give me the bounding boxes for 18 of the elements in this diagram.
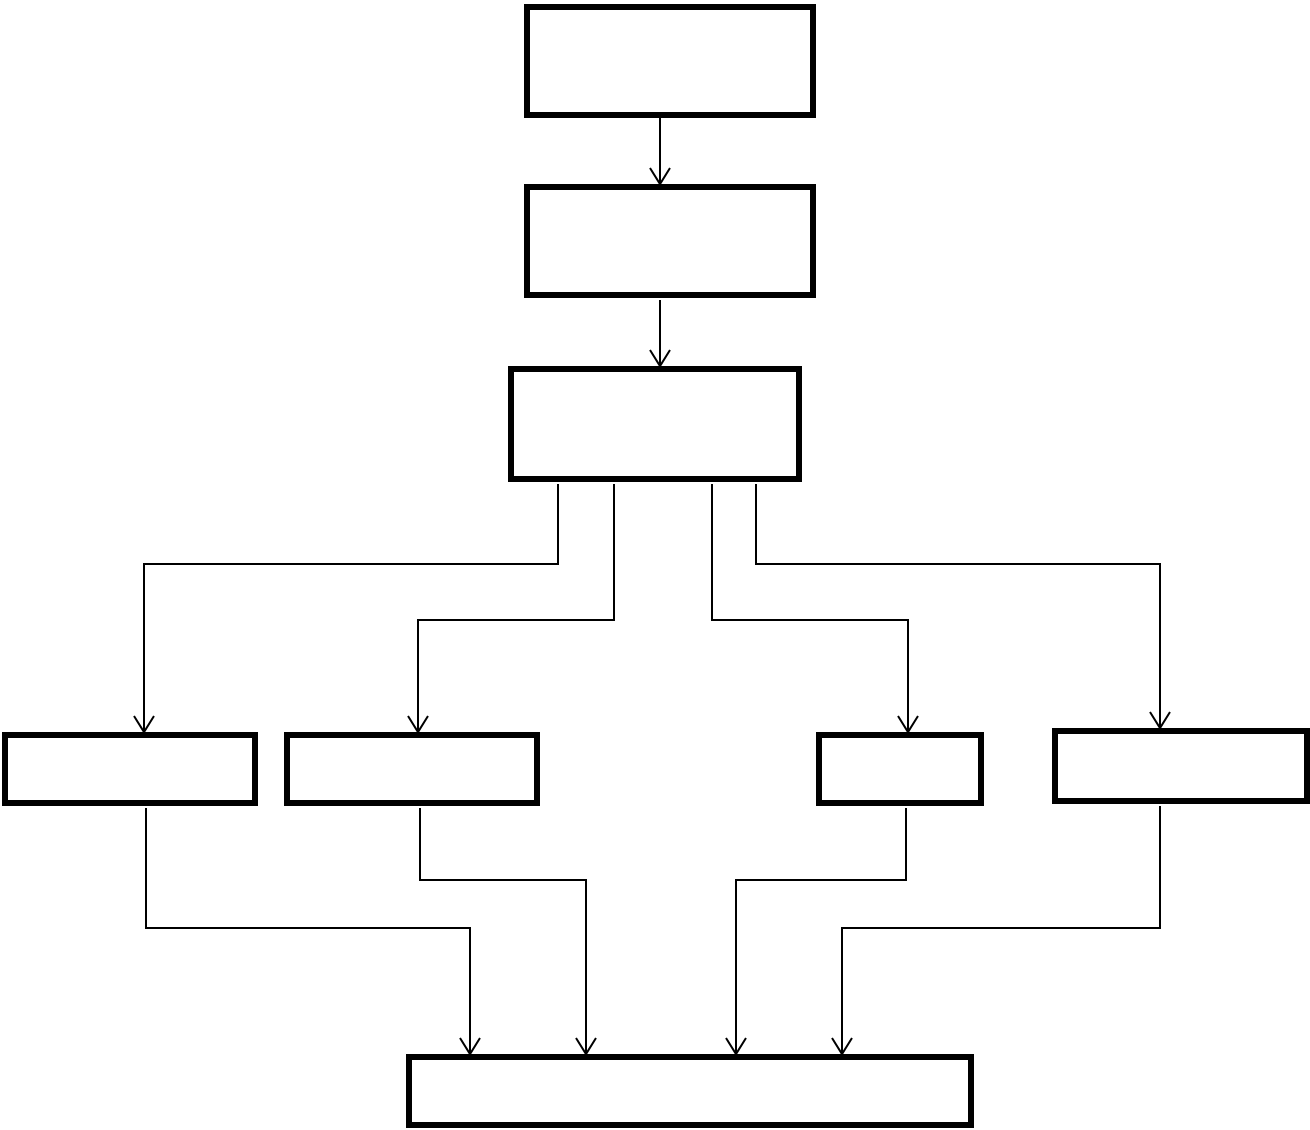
process-box [1052,728,1310,804]
process-box [2,732,258,806]
arrow [831,805,1161,1055]
arrow [649,117,671,185]
arrow [145,807,481,1055]
process-box [816,732,984,806]
process-box [406,1054,974,1128]
arrow [755,483,1171,729]
arrow [649,299,671,367]
process-box [524,4,816,118]
arrow [133,483,559,733]
arrow [725,807,907,1055]
arrow [711,483,919,733]
process-box [524,184,816,298]
process-box [508,366,802,482]
arrow [419,807,597,1055]
process-box [284,732,540,806]
arrow [407,483,615,733]
